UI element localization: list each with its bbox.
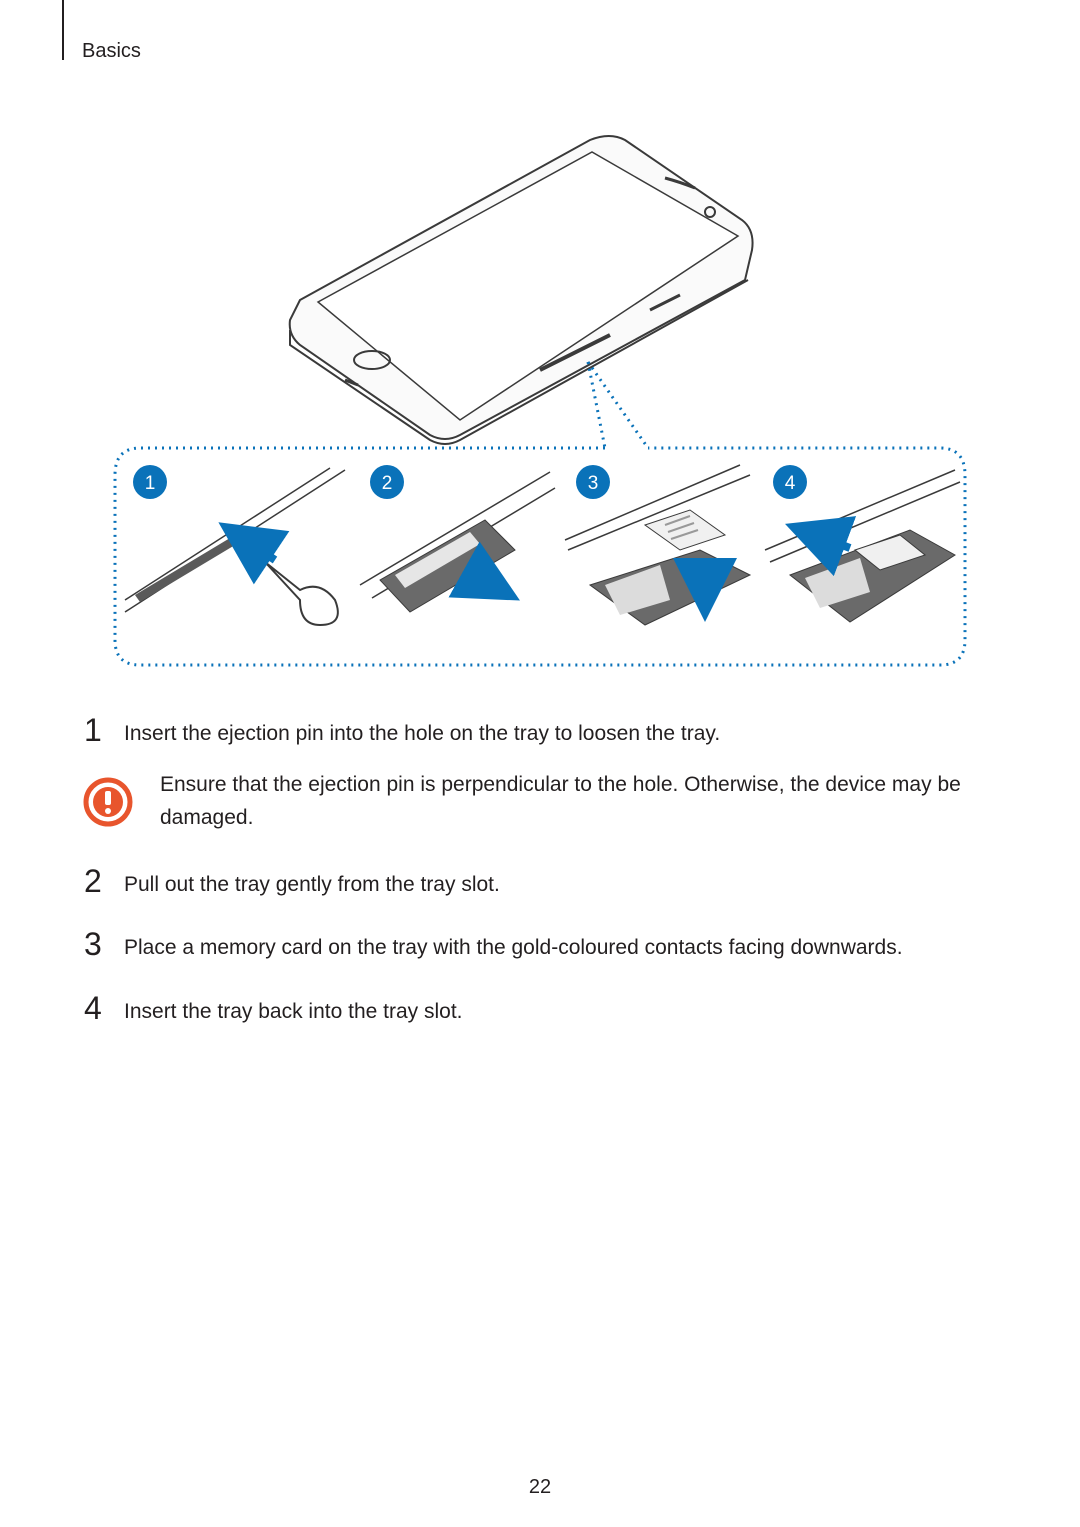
caution-icon: [83, 777, 133, 827]
panel-3-number-badge: [576, 465, 610, 499]
panel-2-number-badge: [370, 465, 404, 499]
step-number: 3: [84, 926, 102, 962]
panel-2-pull-tray: 2: [359, 465, 556, 613]
step-number: 2: [84, 863, 102, 899]
step-text: Insert the tray back into the tray slot.: [124, 1000, 463, 1023]
section-title: Basics: [82, 40, 141, 62]
panel-1-number-badge: [133, 465, 167, 499]
panel-3-place-card: 3: [564, 464, 752, 626]
phone-drawing: [288, 135, 754, 445]
step-text: Insert the ejection pin into the hole on…: [124, 722, 721, 745]
step-text: Place a memory card on the tray with the…: [124, 936, 903, 959]
panel-4-number: 4: [785, 473, 796, 494]
panel-1-number: 1: [145, 473, 156, 494]
panel-1-insert-pin: 1: [124, 465, 346, 627]
caution-text: Ensure that the ejection pin is perpendi…: [160, 773, 961, 829]
panel-2-number: 2: [382, 473, 393, 494]
sim-tray-illustration: 1 2 3 4: [113, 135, 967, 667]
callout-lines: [113, 361, 967, 667]
step-number: 1: [84, 712, 102, 748]
panel-3-number: 3: [588, 473, 599, 494]
step-text: Pull out the tray gently from the tray s…: [124, 873, 500, 896]
margin-rule: [62, 0, 64, 60]
step-number: 4: [84, 990, 102, 1026]
page-number: 22: [528, 1476, 552, 1498]
panel-4-number-badge: [773, 465, 807, 499]
panel-4-insert-tray: 4: [764, 465, 961, 623]
